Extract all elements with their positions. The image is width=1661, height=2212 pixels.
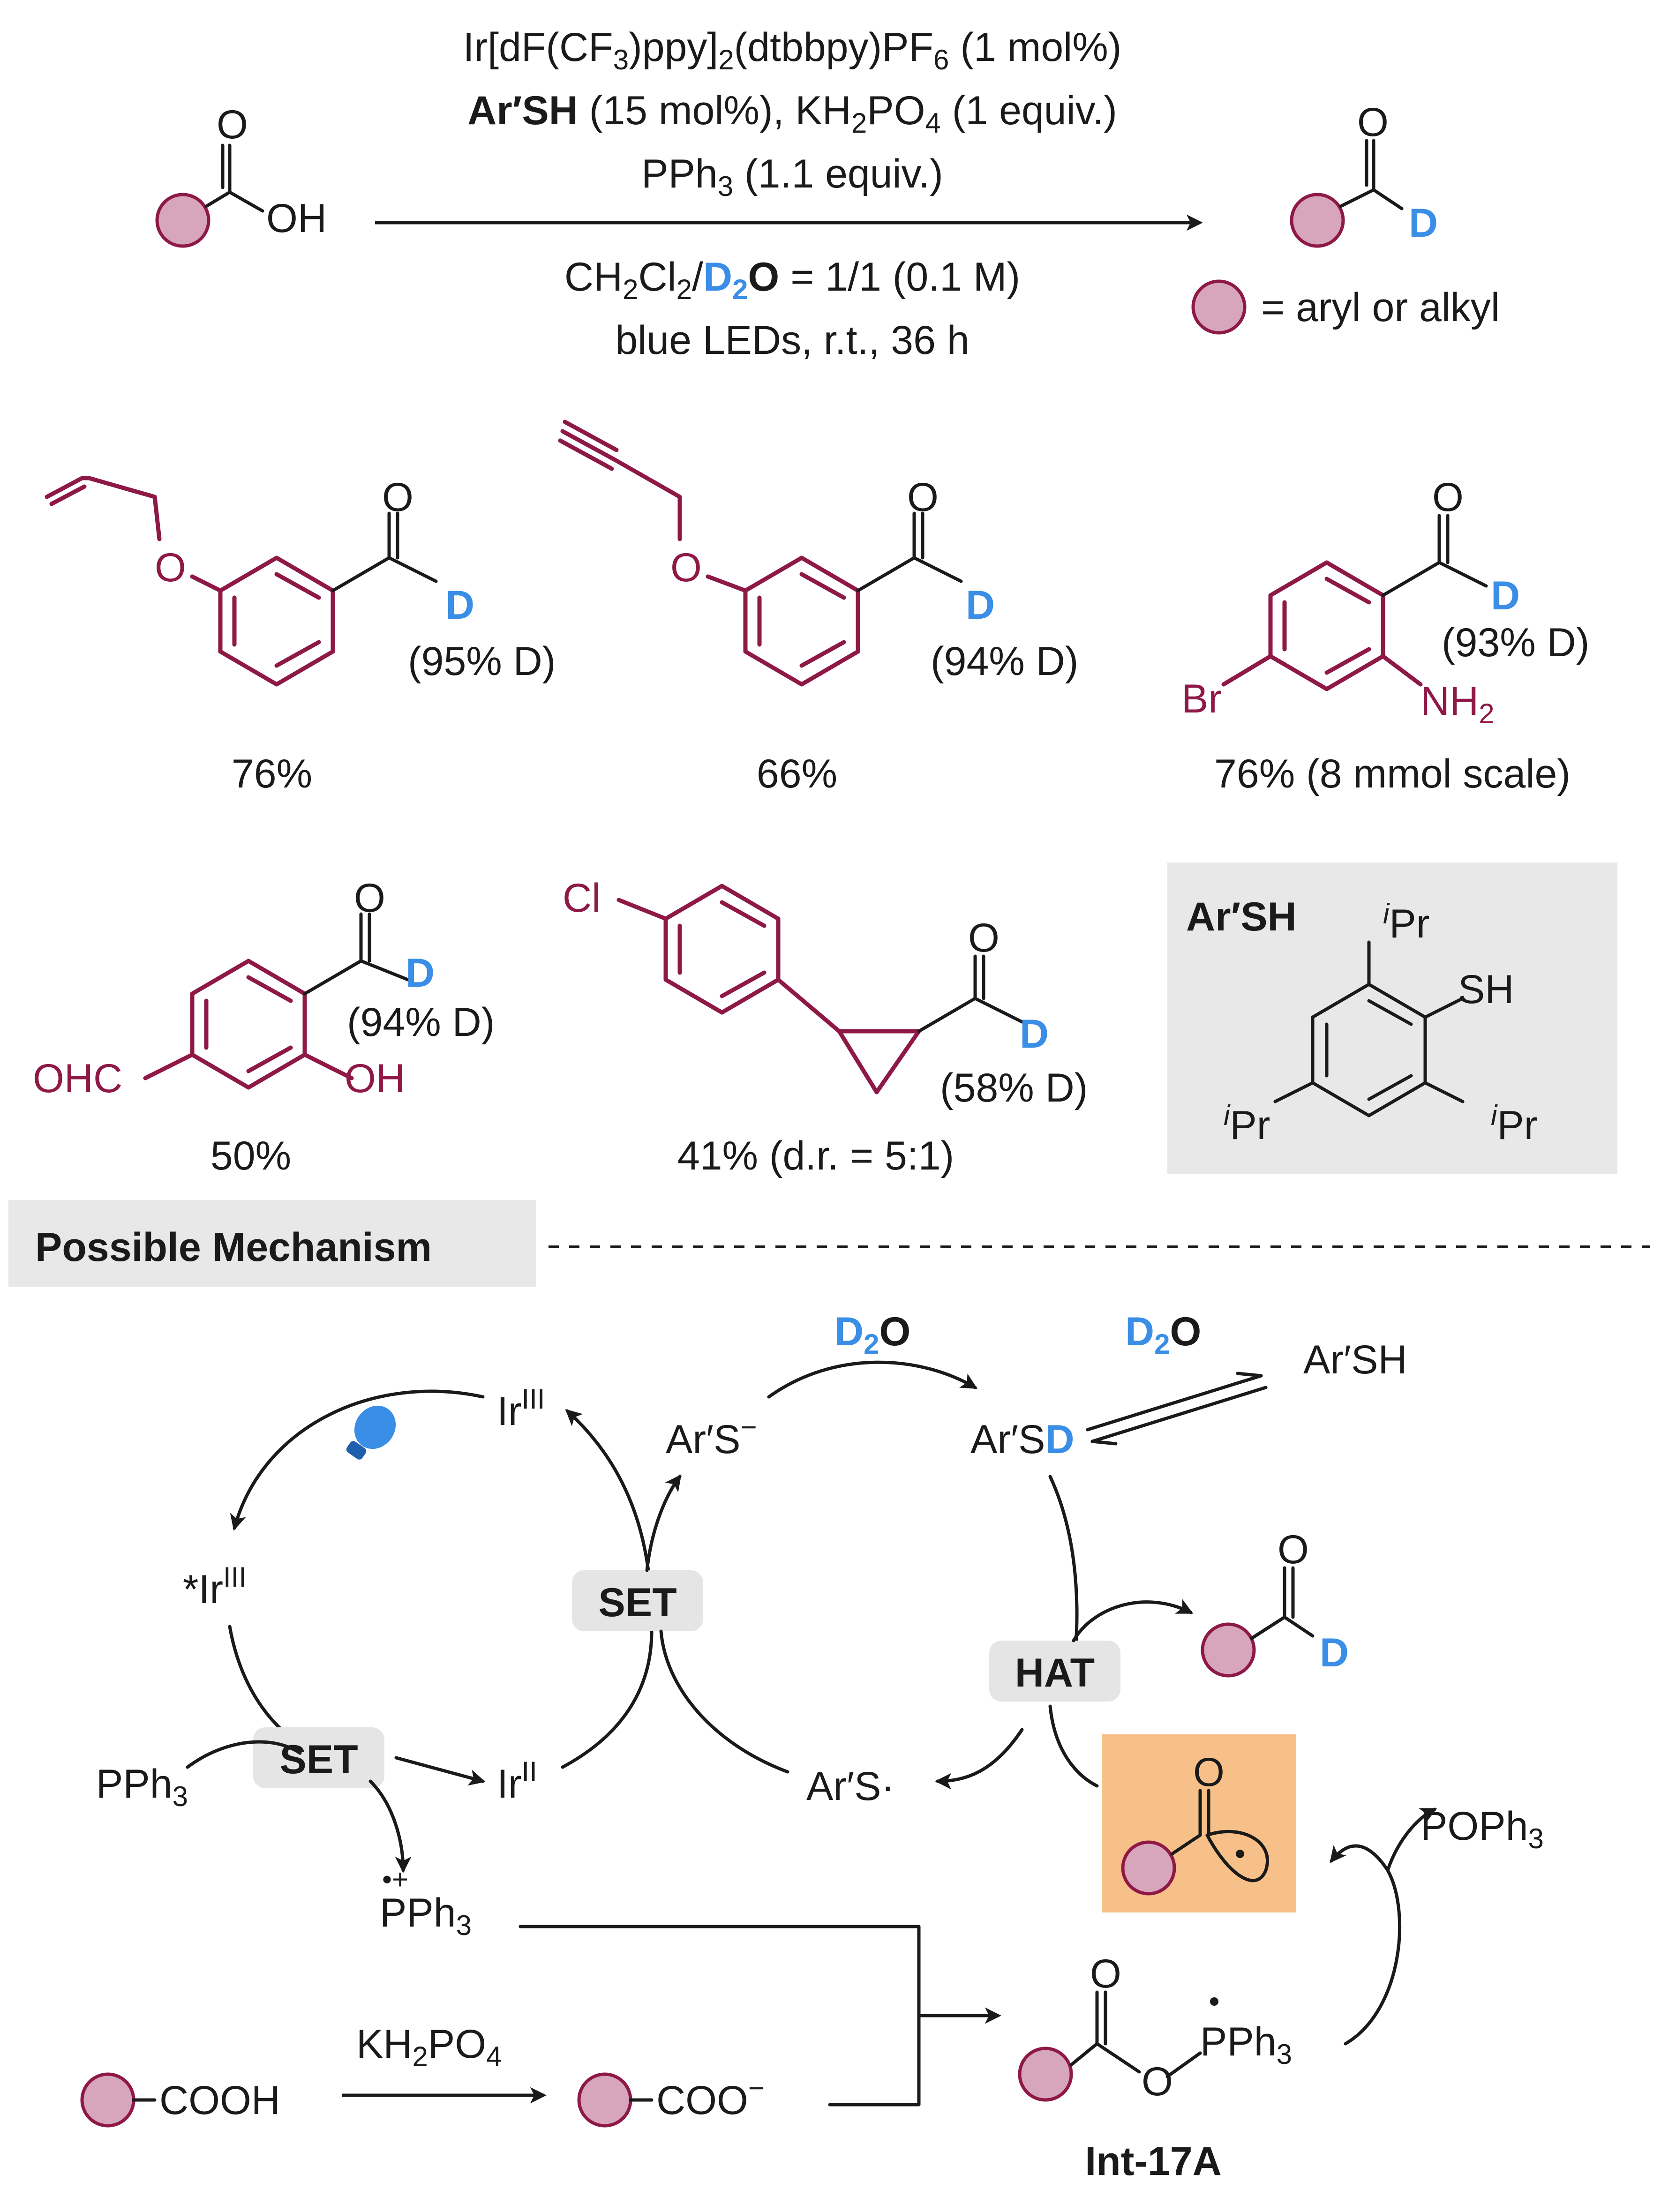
mechanism-aldehyde-product: O D — [1201, 1527, 1349, 1678]
set-badge-1 — [572, 1570, 703, 1631]
panel-background — [1167, 862, 1617, 1174]
thiol-structure-panel: Ar′SH iPr SH iPr iPr — [1167, 862, 1617, 1174]
set-label-1: SET — [598, 1580, 676, 1625]
ir-ii: IrII — [497, 1756, 537, 1807]
yield: 66% — [757, 751, 837, 796]
pph3-radical-cation: PPh3 — [380, 1890, 472, 1941]
product-d: D — [1320, 1630, 1349, 1675]
d-incorporation: (94% D) — [931, 639, 1078, 684]
conditions-pph3: PPh3 (1.1 equiv.) — [641, 151, 943, 202]
thiol-panel-title: Ar′SH — [1186, 894, 1297, 939]
excitation-arrow — [230, 1389, 485, 1531]
d-incorporation: (93% D) — [1442, 620, 1589, 665]
intermediate-label: Int-17A — [1085, 2139, 1221, 2184]
product-d: D — [1491, 573, 1520, 618]
yield: 76% (8 mmol scale) — [1214, 751, 1571, 796]
ir-iii-excited: *IrIII — [183, 1561, 247, 1612]
ipr-right: iPr — [1491, 1100, 1537, 1148]
thiol-h: Ar′SH — [1303, 1337, 1407, 1382]
ether-o: O — [670, 545, 702, 590]
conditions-thiol: Ar′SH (15 mol%), KH2PO4 (1 equiv.) — [467, 88, 1117, 139]
yield: 76% — [232, 751, 312, 796]
product-d: D — [1409, 201, 1438, 246]
product-4: O D (94% D) OHC OH 50% — [33, 876, 495, 1178]
sm-carbonyl-o: O — [217, 102, 248, 147]
carbonyl-o: O — [1278, 1527, 1309, 1572]
kh2po4-label: KH2PO4 — [356, 2022, 502, 2072]
light-bulb-icon — [346, 1405, 396, 1460]
chloro-substituent: Cl — [563, 876, 601, 921]
bromo-substituent: Br — [1181, 676, 1222, 721]
carboxylate: COO− — [656, 2072, 765, 2123]
carbonyl-o: O — [1090, 1951, 1121, 1996]
radical-orbital — [1205, 1830, 1269, 1882]
substituent-circle — [1290, 193, 1345, 248]
ir-iii: IrIII — [497, 1383, 545, 1434]
starting-material-acid: O OH — [155, 102, 327, 248]
conditions-solvent: CH2Cl2/D2O = 1/1 (0.1 M) — [564, 255, 1020, 305]
hat-label: HAT — [1015, 1650, 1095, 1695]
substituent-legend: = aryl or alkyl — [1261, 285, 1500, 330]
product-3: O D (93% D) Br NH2 76% (8 mmol scale) — [1181, 475, 1589, 796]
product-d: D — [1020, 1012, 1049, 1057]
d-incorporation: (58% D) — [940, 1065, 1088, 1110]
carboxylate-formation: COOH KH2PO4 COO− — [80, 2022, 765, 2128]
thiol-sh: SH — [1458, 967, 1514, 1012]
product-o: O — [1357, 100, 1389, 145]
mechanism-title-box — [8, 1200, 536, 1287]
d2o-label-2: D2O — [1125, 1309, 1201, 1360]
product-d: D — [445, 583, 474, 628]
ipr-top: iPr — [1383, 898, 1429, 946]
carbonyl-o: O — [1193, 1750, 1225, 1795]
hydroxy-substituent: OH — [345, 1056, 405, 1101]
iridium-cycle: IrIII *IrIII IrII SET SET PPh3 PPh3 •+ — [96, 1383, 703, 1941]
pph3-reagent: PPh3 — [96, 1762, 188, 1812]
thiolate: Ar′S− — [666, 1411, 757, 1462]
d2o-label-1: D2O — [834, 1309, 910, 1360]
mechanism-header: Possible Mechanism — [8, 1200, 1650, 1287]
carbonyl-o: O — [907, 475, 939, 520]
product-5: Cl O D (58% D) 41% (d.r. = 5:1) — [563, 876, 1088, 1178]
product-d: D — [966, 583, 995, 628]
product-1: O O D (95% D) 76% — [45, 475, 556, 796]
hat-badge — [989, 1641, 1120, 1702]
d-incorporation: (95% D) — [408, 639, 556, 684]
thiol-d: Ar′SD — [970, 1417, 1075, 1462]
ether-o: O — [155, 545, 186, 590]
equilibrium-top — [1086, 1374, 1263, 1432]
reaction-conditions: Ir[dF(CF3)ppy]2(dtbbpy)PF6 (1 mol%) Ar′S… — [375, 25, 1203, 363]
yield: 50% — [210, 1133, 291, 1178]
carbonyl-o: O — [382, 475, 413, 520]
substituent-circle — [155, 193, 210, 248]
carbonyl-o: O — [1432, 475, 1464, 520]
ester-o: O — [1142, 2059, 1173, 2104]
product-2: O O D (94% D) 66% — [558, 420, 1078, 796]
carbonyl-o: O — [968, 915, 1000, 960]
phosphine-oxide: POPh3 — [1420, 1804, 1544, 1854]
mechanism-title: Possible Mechanism — [35, 1225, 432, 1270]
radical-cation-mark: •+ — [382, 1864, 408, 1895]
conditions-catalyst: Ir[dF(CF3)ppy]2(dtbbpy)PF6 (1 mol%) — [463, 25, 1122, 75]
phosphoranyl-pph3: PPh3 — [1200, 2019, 1292, 2070]
thiol-cycle: Ar′S− D2O Ar′SD D2O Ar′SH Ar′S· HAT — [645, 1309, 1407, 1809]
set-label-2: SET — [279, 1737, 358, 1782]
thiyl-radical: Ar′S· — [806, 1764, 894, 1809]
ipr-left: iPr — [1224, 1100, 1270, 1148]
carbonyl-o: O — [354, 876, 385, 921]
legend-circle — [1191, 279, 1247, 335]
conditions-light: blue LEDs, r.t., 36 h — [615, 318, 969, 363]
set-badge-2 — [253, 1727, 384, 1788]
intermediate-int-17a: O O PPh3 Int-17A — [1018, 1951, 1292, 2184]
acyl-radical-box: O — [1102, 1734, 1296, 1912]
sm-oh: OH — [266, 196, 327, 241]
product-aldehyde: O D = aryl or alkyl — [1191, 100, 1500, 335]
formyl-substituent: OHC — [33, 1056, 122, 1101]
d-incorporation: (94% D) — [347, 1000, 495, 1045]
carboxylic-acid: COOH — [159, 2078, 280, 2123]
product-d: D — [406, 951, 435, 996]
yield: 41% (d.r. = 5:1) — [677, 1133, 954, 1178]
amino-substituent: NH2 — [1420, 679, 1495, 729]
